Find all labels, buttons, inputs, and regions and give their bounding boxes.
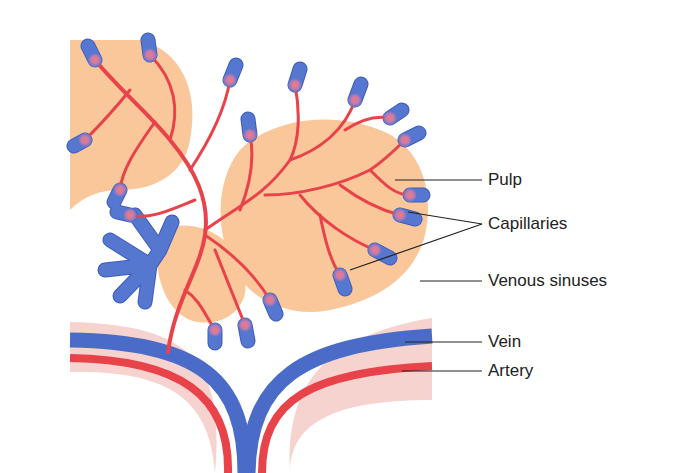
sinus-tips (78, 48, 417, 337)
venous-sinuses (74, 40, 423, 343)
part-label: Artery (488, 361, 533, 381)
pulp-region (70, 40, 428, 323)
leader-lines (350, 180, 482, 371)
part-label: Venous sinuses (488, 271, 607, 291)
part-label: Vein (488, 332, 521, 352)
venous-sinus-cluster (105, 215, 172, 302)
capillary-tree (85, 55, 410, 352)
part-label: Capillaries (488, 214, 567, 234)
part-label: Pulp (488, 170, 522, 190)
